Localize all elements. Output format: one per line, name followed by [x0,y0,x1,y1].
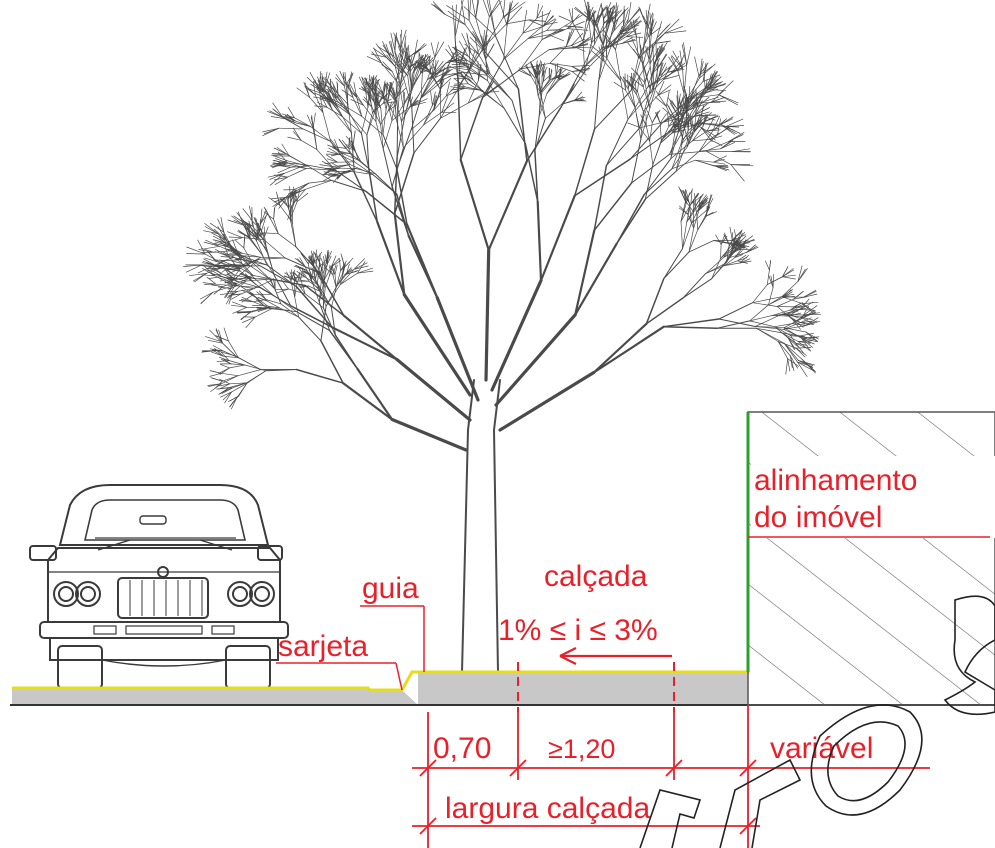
property-block [746,411,995,706]
sidewalk-width-label: largura calçada [445,792,650,825]
tree-icon [183,0,822,673]
sidewalk-slab [418,672,748,705]
annotations: alinhamento do imóvel guia sarjeta calça… [276,464,917,691]
arrow-left-icon [559,647,672,665]
alignment-label-line1: alinhamento [754,464,917,497]
gutter-label: sarjeta [278,630,368,663]
slope-label: 1% ≤ i ≤ 3% [498,614,658,647]
street-section [10,655,995,712]
sidewalk-label: calçada [544,560,648,593]
variable-width: variável [770,732,873,765]
gutter [368,690,418,705]
service-strip-width: 0,70 [433,732,491,765]
street-pavement [12,688,368,705]
alignment-label-line2: do imóvel [754,501,882,534]
free-strip-width: ≥1,20 [548,734,615,764]
curb-label: guia [362,572,419,605]
dimension-lines [412,705,930,848]
watermark-stamp [639,595,995,848]
car-front-icon [29,484,289,689]
